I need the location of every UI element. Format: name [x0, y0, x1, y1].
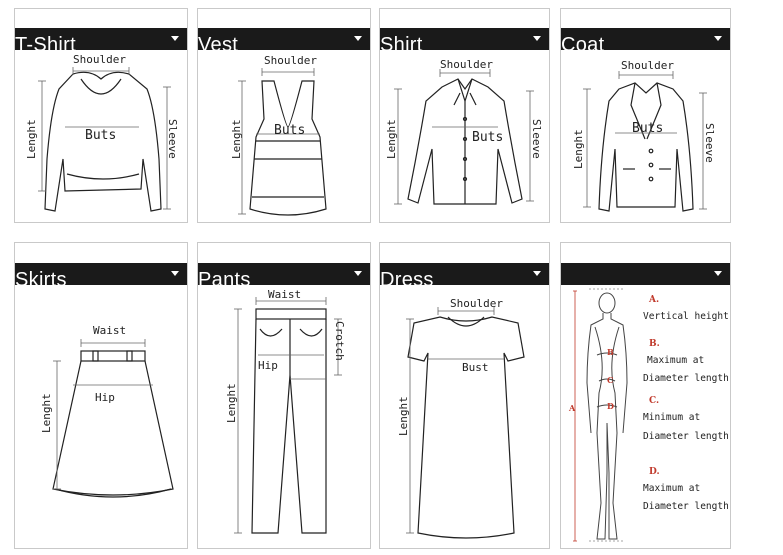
marker-d: D — [607, 401, 614, 411]
card-title: Dress — [380, 269, 434, 291]
card-tshirt: T-Shirt Shoulder Buts Lenght Sleeve — [14, 8, 188, 223]
card-pants: Pants Waist Hip Crotch Lenght — [197, 242, 371, 549]
card-header[interactable]: Coat — [561, 28, 730, 56]
tshirt-sketch — [38, 67, 171, 212]
chevron-down-icon[interactable] — [533, 271, 541, 276]
vest-sketch — [238, 68, 327, 216]
legend-d-line2: Diameter length — [643, 501, 729, 512]
side-letter-a: A — [569, 403, 576, 413]
shoulder-label: Shoulder — [264, 54, 317, 67]
length-label: Lenght — [40, 393, 53, 433]
card-header[interactable] — [561, 263, 730, 285]
sleeve-label: Sleeve — [530, 119, 543, 159]
card-title: Coat — [561, 34, 605, 56]
shoulder-label: Shoulder — [440, 58, 493, 71]
legend-d-line1: Maximum at — [643, 483, 701, 494]
shoulder-label: Shoulder — [73, 53, 126, 66]
legend-a-text: Vertical height — [643, 311, 729, 322]
card-skirts: Skirts Waist Hip Lenght — [14, 242, 188, 549]
pants-sketch — [234, 297, 342, 534]
dress-sketch — [406, 307, 525, 539]
sleeve-label: Sleeve — [166, 119, 179, 159]
card-header[interactable]: T-Shirt — [15, 28, 187, 56]
marker-b: B — [607, 347, 614, 357]
chevron-down-icon[interactable] — [354, 271, 362, 276]
chevron-down-icon[interactable] — [171, 271, 179, 276]
card-shirt: Shirt Shoulder Buts Lenght Sleeve — [379, 8, 550, 223]
card-title: Vest — [198, 34, 239, 56]
card-title: Skirts — [15, 269, 67, 291]
card-header[interactable]: Pants — [198, 263, 370, 291]
chevron-down-icon[interactable] — [714, 36, 722, 41]
card-body-measurements: A B C D A. Vertical height B. Maximum at… — [560, 242, 731, 549]
chevron-down-icon[interactable] — [714, 271, 722, 276]
legend-d-letter: D. — [649, 467, 660, 477]
coat-sketch — [583, 71, 707, 212]
buts-label: Buts — [274, 123, 306, 138]
waist-label: Waist — [268, 288, 302, 301]
card-title: Pants — [198, 269, 251, 291]
length-label: Lenght — [25, 119, 38, 159]
shoulder-label: Shoulder — [621, 59, 674, 72]
card-header[interactable]: Dress — [380, 263, 549, 291]
buts-label: Buts — [472, 130, 504, 145]
length-label: Lenght — [385, 119, 398, 159]
bust-label: Bust — [462, 361, 489, 374]
legend-b-line1: Maximum at — [647, 355, 705, 366]
chevron-down-icon[interactable] — [354, 36, 362, 41]
card-header[interactable]: Shirt — [380, 28, 549, 56]
shoulder-label: Shoulder — [450, 297, 503, 310]
buts-label: Buts — [632, 121, 664, 136]
legend-c-line1: Minimum at — [643, 412, 701, 423]
body-figure — [573, 288, 628, 542]
card-dress: Dress Shoulder Bust Lenght — [379, 242, 550, 549]
chevron-down-icon[interactable] — [533, 36, 541, 41]
card-header[interactable]: Skirts — [15, 263, 187, 291]
card-vest: Vest Shoulder Buts Lenght — [197, 8, 371, 223]
hip-label: Hip — [258, 359, 278, 372]
card-title: T-Shirt — [15, 34, 76, 56]
marker-c: C — [607, 375, 614, 385]
skirt-sketch — [52, 339, 174, 498]
length-label: Lenght — [225, 383, 238, 423]
card-header[interactable]: Vest — [198, 28, 370, 56]
buts-label: Buts — [85, 128, 117, 143]
length-label: Lenght — [572, 129, 585, 169]
crotch-label: Crotch — [333, 321, 346, 361]
card-title: Shirt — [380, 34, 423, 56]
legend-b-letter: B. — [649, 339, 660, 349]
length-label: Lenght — [397, 396, 410, 436]
card-coat: Coat Shoulder Buts Lenght Sleeve — [560, 8, 731, 223]
legend-a-letter: A. — [649, 295, 660, 305]
legend-c-letter: C. — [649, 396, 660, 406]
chevron-down-icon[interactable] — [171, 36, 179, 41]
hip-label: Hip — [95, 391, 115, 404]
length-label: Lenght — [230, 119, 243, 159]
legend-b-line2: Diameter length — [643, 373, 729, 384]
sleeve-label: Sleeve — [703, 123, 716, 163]
shirt-sketch — [394, 69, 534, 205]
legend-c-line2: Diameter length — [643, 431, 729, 442]
waist-label: Waist — [93, 324, 127, 337]
